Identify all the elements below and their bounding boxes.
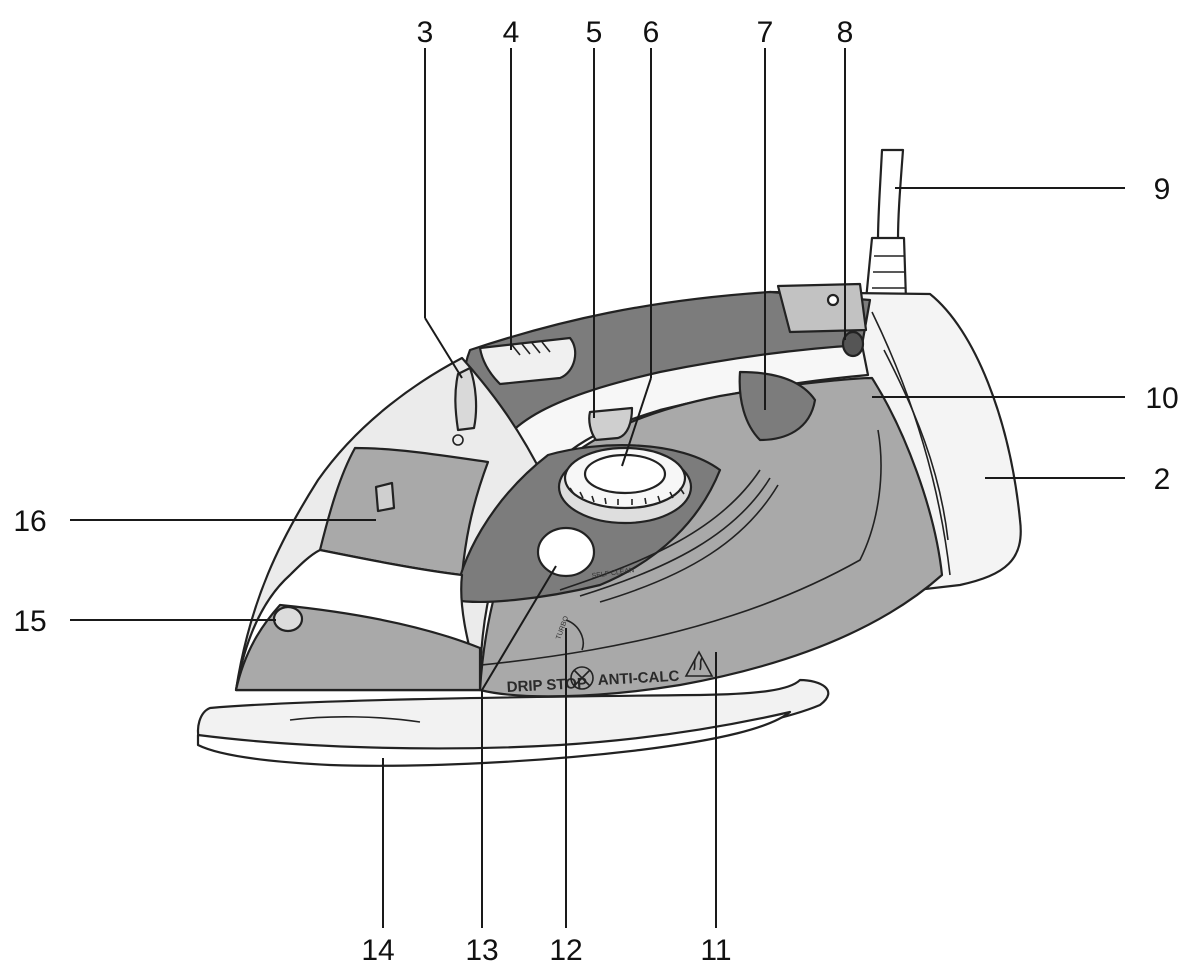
callout-8: 8 [837,16,854,49]
leader-lines [70,48,1125,928]
callout-10: 10 [1145,382,1178,415]
callout-4: 4 [503,16,520,49]
spray-nozzle [272,605,304,633]
drip-stop-label: DRIP STOP [506,675,587,696]
steam-slider [588,406,634,442]
callout-7: 7 [757,16,774,49]
callout-16: 16 [13,505,46,538]
callout-13: 13 [465,934,498,967]
callout-12: 12 [549,934,582,967]
temperature-dial [557,446,693,525]
max-fill-mark [565,619,584,651]
indicator-light [841,330,865,358]
drip-stop-icon [570,666,594,690]
callout-3: 3 [417,16,434,49]
steam-iron-illustration: SELF CLEAN TURBO DRIP STOP ANTI-CALC [196,148,1022,767]
power-cord [876,148,905,242]
anti-calc-label: ANTI-CALC [597,668,680,689]
callout-14: 14 [361,934,394,967]
callout-9: 9 [1154,173,1171,206]
callout-15: 15 [13,605,46,638]
callout-numbers: 3 4 5 6 7 8 9 10 2 16 15 14 13 12 11 [13,16,1178,967]
self-clean-button [536,526,596,578]
callout-2: 2 [1154,463,1171,496]
spray-button [454,366,478,432]
callout-5: 5 [586,16,603,49]
cord-guard [864,236,908,302]
callout-11: 11 [700,934,731,967]
hot-surface-warning-icon [684,650,714,677]
callout-6: 6 [643,16,660,49]
burst-button [478,336,577,386]
control-panel [776,282,868,334]
